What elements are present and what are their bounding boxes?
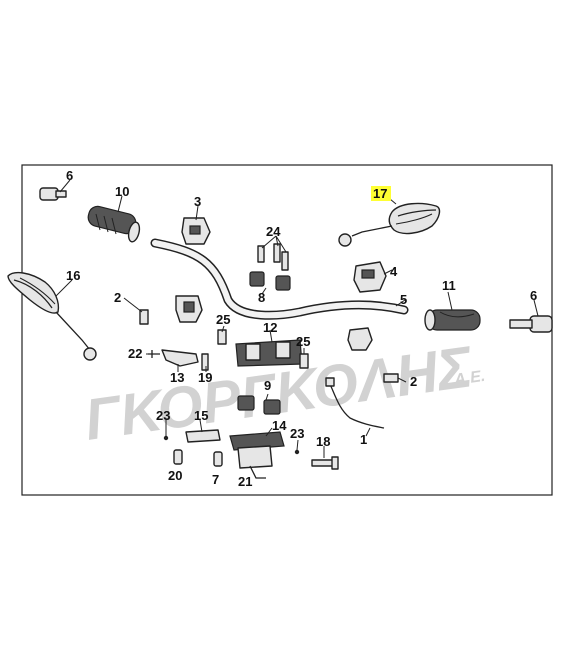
label-22: 22	[128, 346, 142, 361]
left-grip[interactable]	[86, 204, 141, 243]
label-17: 17	[373, 186, 387, 201]
label-19: 19	[198, 370, 212, 385]
pin-23-left[interactable]	[163, 435, 169, 441]
sleeve-7[interactable]	[213, 451, 223, 467]
label-23-left: 23	[156, 408, 170, 423]
label-21: 21	[238, 474, 252, 489]
lower-clamp[interactable]	[229, 431, 285, 479]
label-2-left: 2	[114, 290, 121, 305]
label-15: 15	[194, 408, 208, 423]
label-23-right: 23	[290, 426, 304, 441]
label-1: 1	[360, 432, 367, 447]
bolt-25-right[interactable]	[299, 353, 309, 369]
screw-2-left[interactable]	[139, 309, 149, 325]
label-5: 5	[400, 292, 407, 307]
pin-23-right[interactable]	[294, 449, 300, 455]
bolt-set-24[interactable]	[257, 243, 289, 271]
handlebar[interactable]	[150, 238, 409, 320]
label-4: 4	[390, 264, 398, 279]
label-12: 12	[263, 320, 277, 335]
label-20: 20	[168, 468, 182, 483]
label-11: 11	[442, 278, 456, 293]
clip-22[interactable]	[148, 350, 160, 358]
left-mirror[interactable]	[7, 271, 97, 361]
throttle-cable[interactable]	[325, 377, 385, 429]
label-7: 7	[212, 472, 219, 487]
right-switch-housing[interactable]	[353, 261, 387, 293]
sleeve-20[interactable]	[173, 449, 183, 465]
label-6-right: 6	[530, 288, 537, 303]
label-24: 24	[266, 224, 281, 239]
right-mirror[interactable]	[338, 202, 441, 247]
label-3: 3	[194, 194, 201, 209]
watermark-suffix: Α.Ε.	[452, 368, 486, 389]
clamp-blocks-8[interactable]	[249, 271, 291, 291]
upper-clamp[interactable]	[235, 339, 303, 367]
bolt-18[interactable]	[311, 456, 339, 470]
label-25-left: 25	[216, 312, 230, 327]
plate-15[interactable]	[185, 429, 221, 443]
label-14: 14	[272, 418, 287, 433]
part-labels: 6 10 3 17 24 4 16 11 6 8 2 5 25 12 25 22…	[66, 168, 537, 489]
label-6-left: 6	[66, 168, 73, 183]
bar-end-right[interactable]	[509, 315, 553, 333]
screw-19[interactable]	[201, 353, 209, 371]
bracket-13[interactable]	[161, 349, 199, 367]
rubber-blocks-9[interactable]	[237, 395, 281, 415]
label-9: 9	[264, 378, 271, 393]
label-2-right: 2	[410, 374, 417, 389]
label-8: 8	[258, 290, 265, 305]
label-18: 18	[316, 434, 330, 449]
right-grip[interactable]	[424, 309, 481, 331]
holder-upper-left[interactable]	[181, 217, 211, 245]
label-13: 13	[170, 370, 184, 385]
label-10: 10	[115, 184, 129, 199]
highlight-17	[371, 186, 391, 201]
right-switch-lower[interactable]	[347, 327, 373, 351]
holder-lower-left[interactable]	[175, 295, 203, 323]
bolt-25-left[interactable]	[217, 329, 227, 345]
label-16: 16	[66, 268, 80, 283]
label-25-right: 25	[296, 334, 310, 349]
screw-2-right[interactable]	[383, 373, 399, 383]
